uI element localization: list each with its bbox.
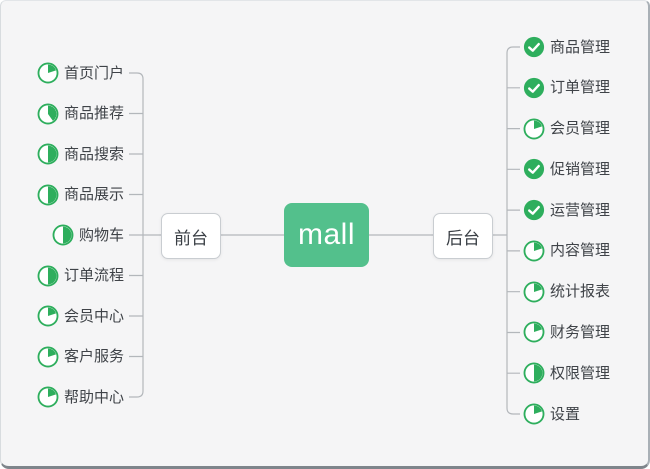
topic-item[interactable]: 商品搜索: [37, 140, 124, 168]
branch-node-backend[interactable]: 后台: [433, 213, 493, 259]
topic-label: 商品管理: [550, 38, 611, 56]
progress-pie-icon: [523, 118, 545, 140]
topic-label: 首页门户: [63, 64, 124, 82]
progress-pie-icon: [37, 305, 59, 327]
topic-item[interactable]: 商品管理: [523, 33, 610, 61]
topic-item[interactable]: 购物车: [52, 221, 124, 249]
topic-label: 商品推荐: [63, 105, 124, 122]
topic-label: 商品搜索: [63, 145, 124, 163]
progress-pie-icon: [523, 362, 545, 384]
topic-item[interactable]: 统计报表: [523, 278, 610, 306]
topic-label: 会员中心: [63, 307, 124, 325]
topic-item[interactable]: 商品推荐: [37, 100, 124, 128]
topic-label: 运营管理: [550, 201, 611, 219]
topic-label: 帮助中心: [63, 388, 124, 406]
topic-item[interactable]: 权限管理: [523, 359, 610, 387]
progress-pie-icon: [37, 143, 59, 165]
topic-label: 订单流程: [63, 267, 124, 284]
progress-pie-icon: [37, 346, 59, 368]
root-node-mall[interactable]: mall: [284, 203, 369, 267]
progress-pie-icon: [37, 62, 59, 84]
topic-item[interactable]: 设置: [523, 400, 580, 428]
topic-label: 财务管理: [550, 323, 611, 341]
progress-pie-icon: [523, 403, 545, 425]
topic-label: 内容管理: [550, 242, 611, 260]
branch-node-frontend[interactable]: 前台: [161, 213, 221, 259]
topic-item[interactable]: 财务管理: [523, 318, 610, 346]
topic-item[interactable]: 订单流程: [37, 262, 124, 290]
progress-pie-icon: [523, 281, 545, 303]
topic-label: 订单管理: [550, 79, 611, 97]
topic-item[interactable]: 会员中心: [37, 302, 124, 330]
topic-label: 商品展示: [63, 186, 124, 203]
topic-label: 权限管理: [550, 364, 611, 382]
topic-item[interactable]: 订单管理: [523, 74, 610, 102]
topic-label: 购物车: [78, 226, 124, 244]
topic-item[interactable]: 首页门户: [37, 59, 124, 87]
progress-pie-icon: [37, 386, 59, 408]
progress-pie-icon: [37, 184, 59, 206]
topic-label: 设置: [550, 405, 581, 423]
topic-item[interactable]: 促销管理: [523, 155, 610, 183]
progress-pie-icon: [37, 103, 59, 125]
progress-pie-icon: [37, 265, 59, 287]
progress-pie-icon: [52, 224, 74, 246]
topic-item[interactable]: 内容管理: [523, 237, 610, 265]
topic-item[interactable]: 客户服务: [37, 343, 124, 371]
progress-pie-icon: [523, 240, 545, 262]
topic-item[interactable]: 会员管理: [523, 115, 610, 143]
task-done-icon: [523, 199, 545, 221]
task-done-icon: [523, 158, 545, 180]
topic-item[interactable]: 帮助中心: [37, 383, 124, 411]
topic-label: 客户服务: [63, 348, 124, 365]
task-done-icon: [523, 36, 545, 58]
progress-pie-icon: [523, 321, 545, 343]
topic-item[interactable]: 商品展示: [37, 181, 124, 209]
topic-label: 统计报表: [550, 283, 611, 301]
task-done-icon: [523, 77, 545, 99]
topic-item[interactable]: 运营管理: [523, 196, 610, 224]
topic-label: 会员管理: [550, 120, 611, 138]
topic-label: 促销管理: [550, 160, 611, 178]
